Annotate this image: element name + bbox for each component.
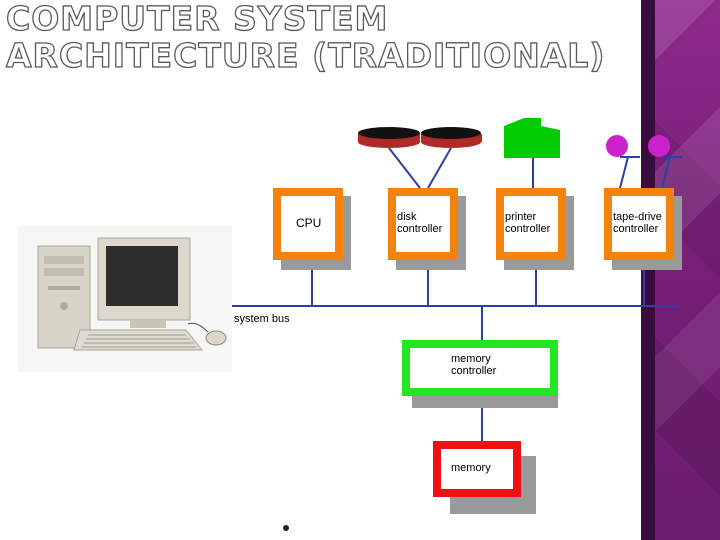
memory-controller-label-2: controller — [451, 366, 496, 377]
printer-controller-label-2: controller — [505, 224, 550, 235]
system-bus-label: system bus — [234, 314, 290, 325]
cpu-label: CPU — [296, 218, 321, 229]
disk-icon — [421, 127, 482, 148]
disk-controller-label-1: disk — [397, 212, 417, 223]
tape-drive-controller-label-2: controller — [613, 224, 658, 235]
memory-label: memory — [451, 463, 491, 474]
disk-icon — [358, 127, 420, 148]
printer-controller-label-1: printer — [505, 212, 536, 223]
tape-drive-icon — [606, 135, 682, 157]
disk-controller-label-2: controller — [397, 224, 442, 235]
printer-icon — [504, 118, 560, 158]
tape-drive-controller-label-1: tape-drive — [613, 212, 662, 223]
memory-controller-label-1: memory — [451, 354, 491, 365]
bullet-icon — [283, 525, 289, 531]
